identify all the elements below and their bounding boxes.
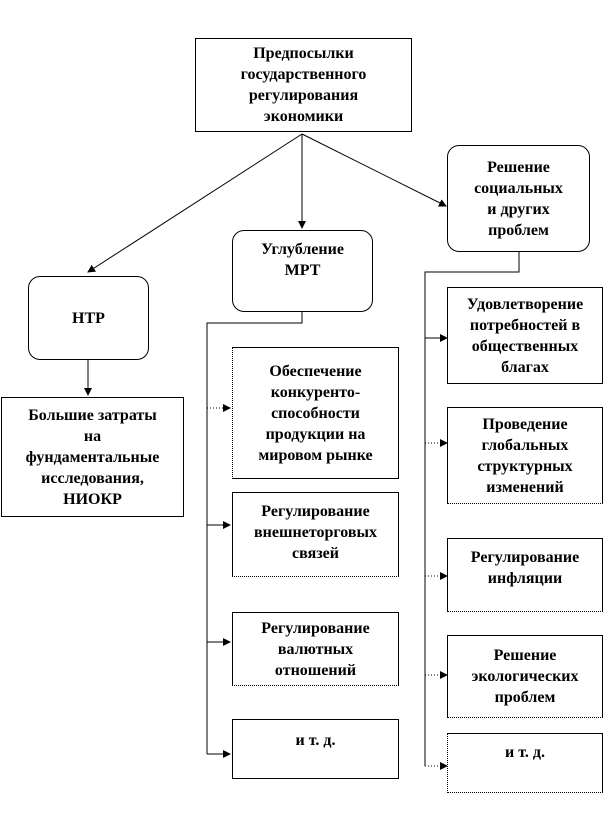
ntr-child-box: Большие затраты на фундаментальные иссле… <box>1 397 184 517</box>
arrow-root-to-social <box>302 134 446 206</box>
mrt-child-box: Регулирование валютных отношений <box>232 612 399 686</box>
branch-mrt: Углубление МРТ <box>232 230 373 312</box>
mrt-child-box: Регулирование внешнеторговых связей <box>232 492 399 577</box>
branch-ntr: НТР <box>28 276 149 360</box>
social-child-box: Проведение глобальных структурных измене… <box>447 407 603 504</box>
social-child-box: Регулирование инфляции <box>447 538 603 612</box>
social-child-box: Решение экологических проблем <box>447 635 603 718</box>
mrt-child-box: Обеспечение конкуренто- способности прод… <box>232 347 399 479</box>
root-box: Предпосылки государственного регулирован… <box>195 38 412 132</box>
social-child-box: Удовлетворение потребностей в общественн… <box>447 287 603 384</box>
branch-social: Решение социальных и других проблем <box>447 145 590 252</box>
mrt-child-box: и т. д. <box>232 719 399 779</box>
social-child-box: и т. д. <box>447 733 603 793</box>
